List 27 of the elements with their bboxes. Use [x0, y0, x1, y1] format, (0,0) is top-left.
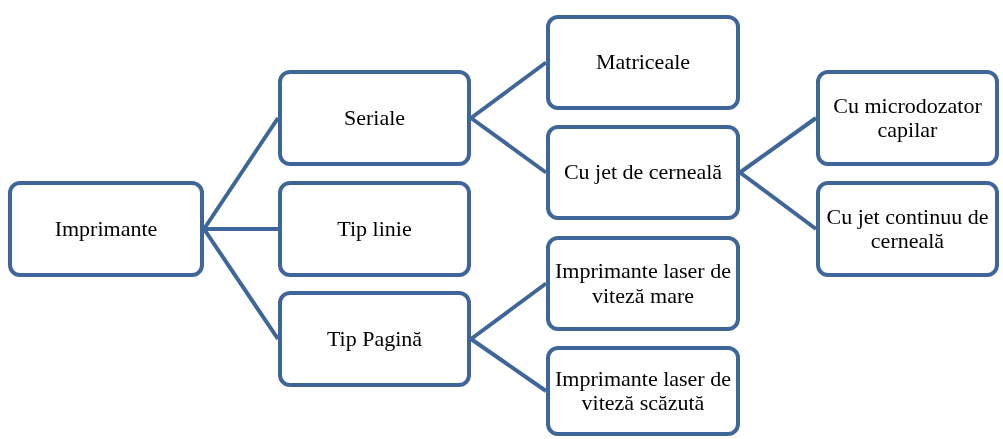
box-label: Cu microdozator capilar [832, 93, 983, 143]
category-box [278, 70, 471, 166]
category-box [278, 291, 471, 387]
box-label: Cu jet de cerneală [563, 160, 723, 185]
category-box [546, 15, 740, 110]
box-label: Seriale [343, 105, 406, 131]
category-box [278, 181, 471, 277]
category-box [546, 236, 740, 331]
box-label: Tip Pagină [326, 326, 423, 352]
connector-line [204, 227, 278, 231]
box-label: Imprimante laser de viteză mare [554, 259, 732, 308]
connector-line [469, 116, 548, 175]
connector-line [738, 116, 818, 175]
box-label: Cu jet continuu de cerneală [825, 204, 990, 254]
connector-line [469, 60, 548, 120]
box-label: Imprimante laser de viteză scăzută [554, 366, 732, 416]
connector-line [469, 281, 548, 341]
box-label: Imprimante [54, 216, 158, 242]
box-label: Tip linie [337, 216, 412, 242]
connector-line [738, 170, 818, 231]
box-label: Matriceale [595, 50, 691, 75]
connector-line [469, 337, 548, 393]
category-box [816, 181, 999, 277]
category-box [8, 181, 204, 277]
category-box [546, 346, 740, 436]
category-box [546, 125, 740, 220]
category-box [816, 70, 999, 166]
